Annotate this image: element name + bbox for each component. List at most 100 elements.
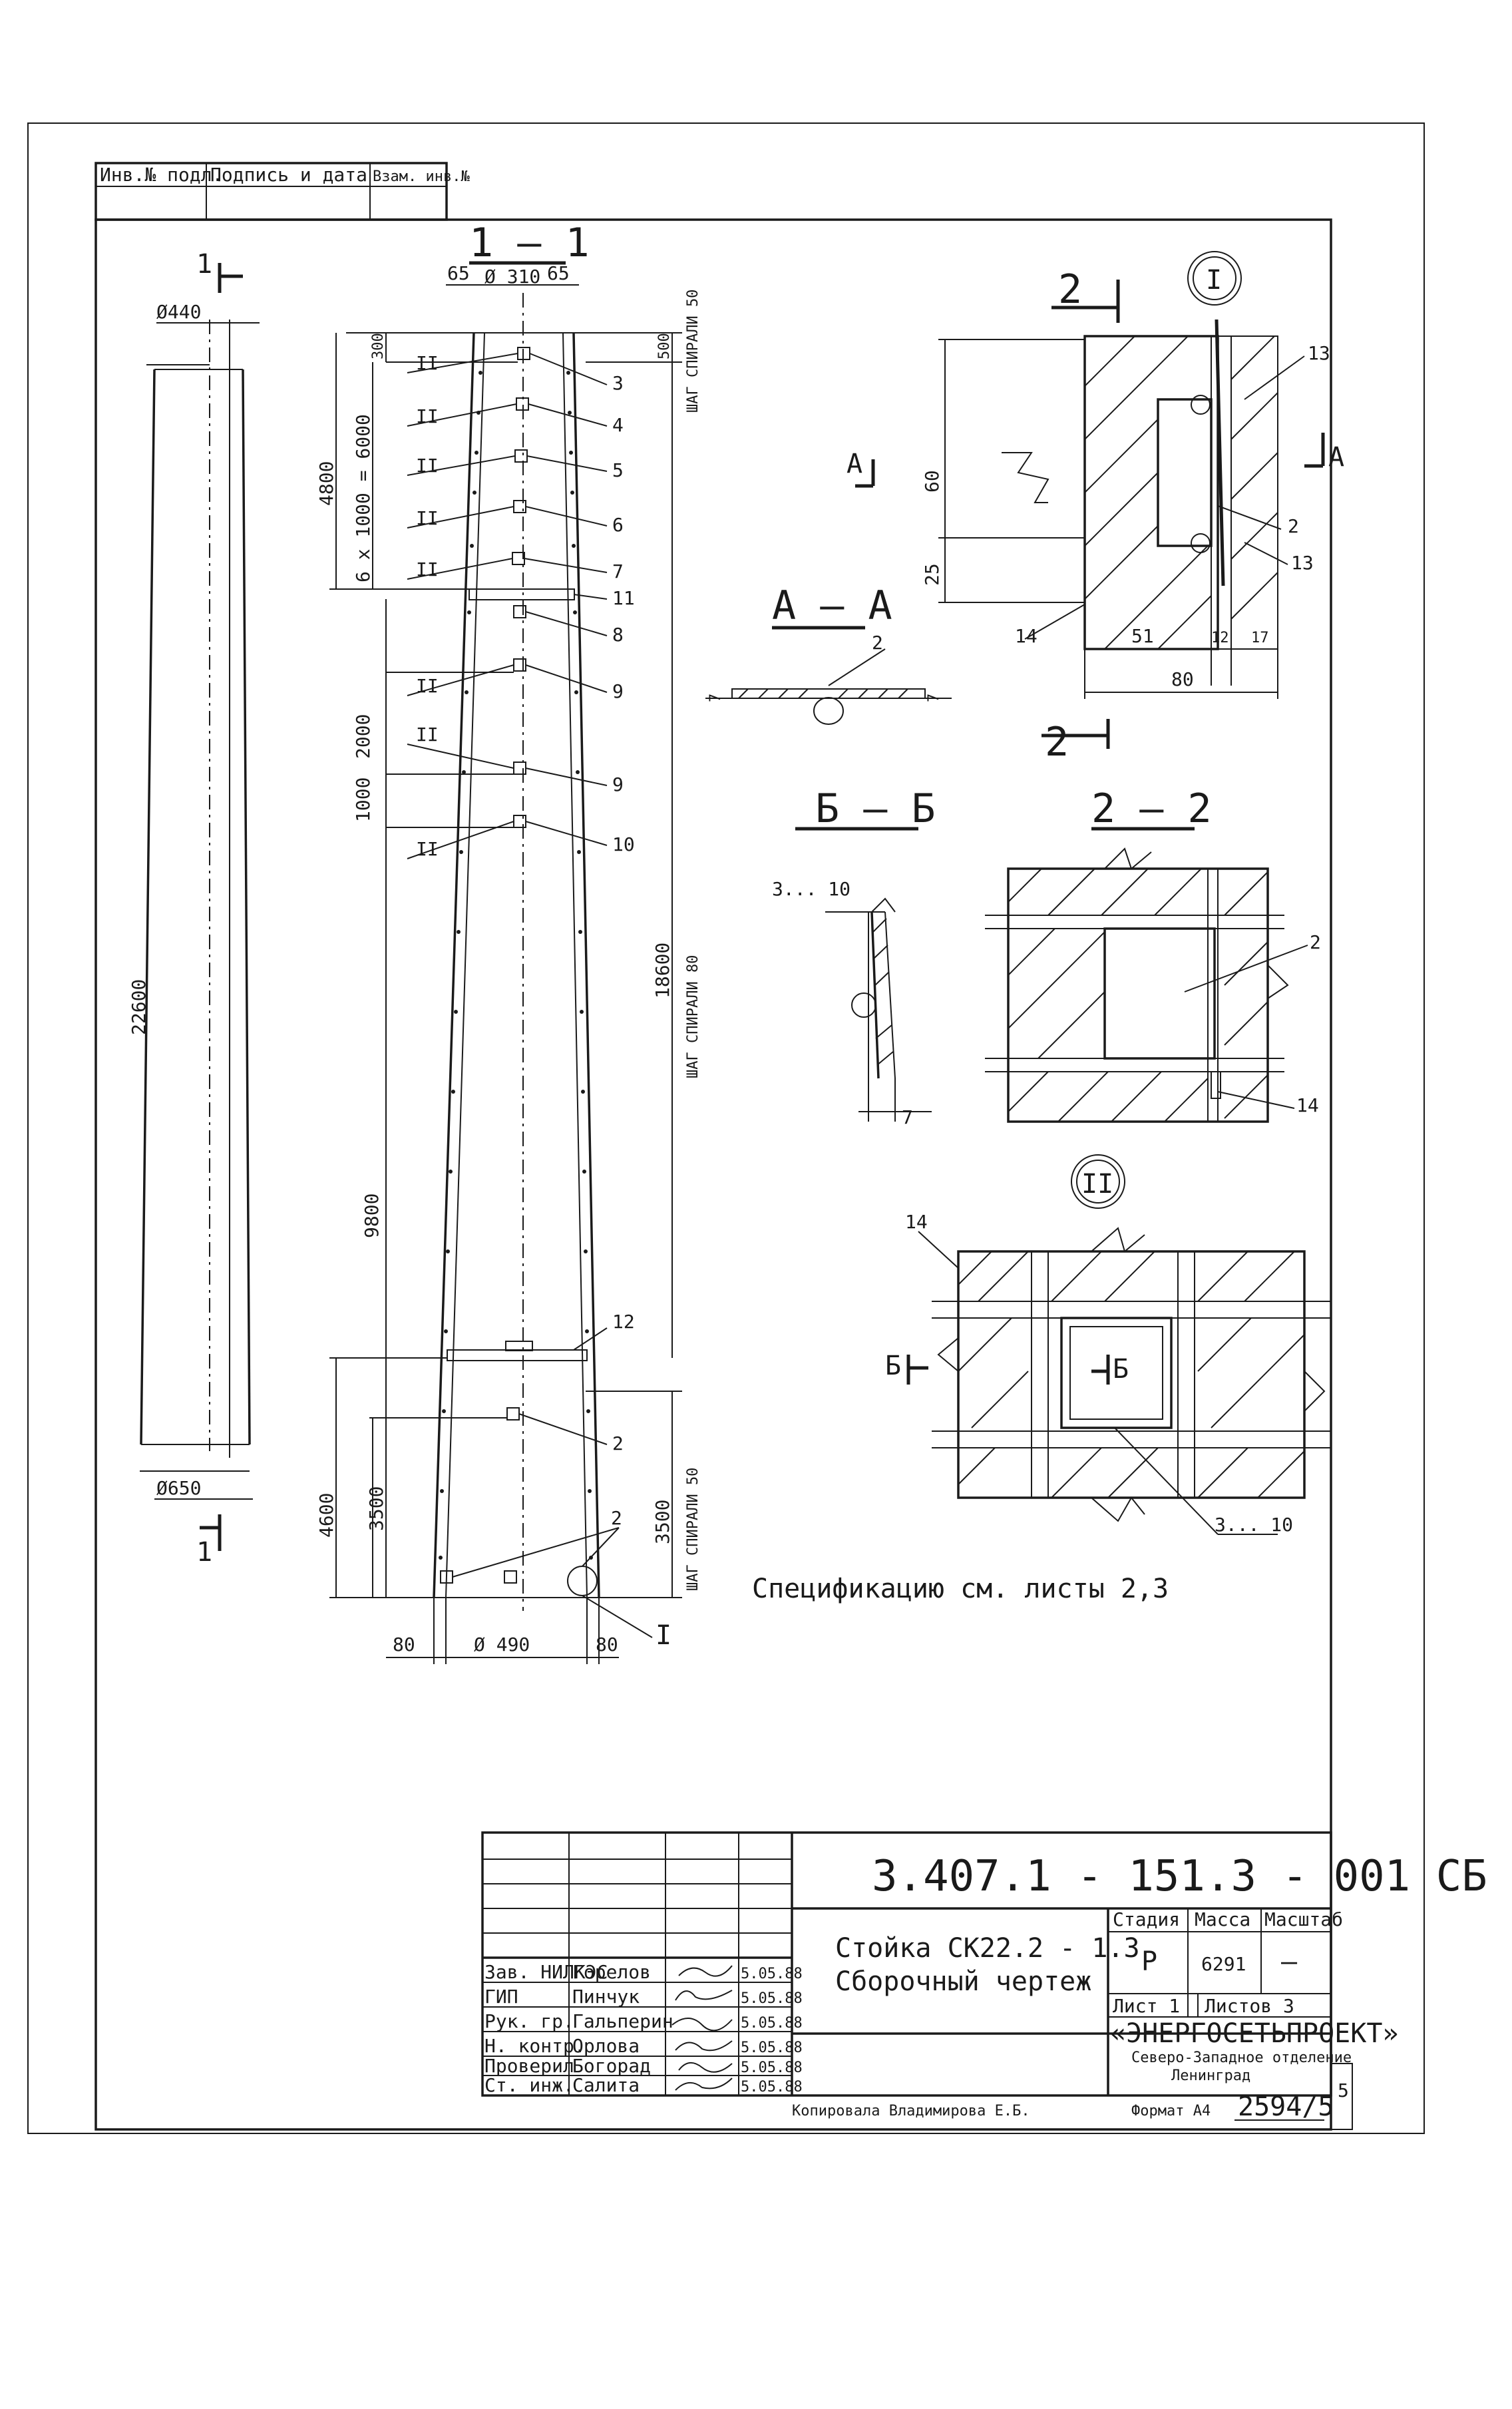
callout-7: 7 xyxy=(612,560,624,582)
org-line2: Северо-Западное отделение xyxy=(1131,2050,1352,2066)
stage-value: Р xyxy=(1141,1946,1157,1977)
dim-500: 500 xyxy=(656,333,673,359)
view-a-a: А — А 2 7 7 xyxy=(705,582,952,725)
callout-5: 5 xyxy=(612,459,624,481)
dim-3500-right: 3500 xyxy=(652,1500,673,1544)
view-bb-label: Б — Б xyxy=(815,785,936,832)
date-5: 5.05.88 xyxy=(741,2079,803,2095)
callout-6: 6 xyxy=(612,514,624,536)
bb-callout: 3... 10 xyxy=(772,878,850,900)
doc-name-line1: Стойка СК22.2 - 1.3 xyxy=(835,1933,1140,1964)
hatch-node-II xyxy=(958,1251,1305,1498)
dim-6x1000: 6 x 1000 = 6000 xyxy=(352,414,374,582)
view-aa-label: А — А xyxy=(772,582,892,629)
org-line3: Ленинград xyxy=(1171,2068,1250,2084)
callout-2-view22: 2 xyxy=(1310,931,1321,953)
date-4: 5.05.88 xyxy=(741,2060,803,2076)
view-node-I: 2 I A xyxy=(847,251,1344,766)
hatch-aa xyxy=(738,688,908,699)
stamp-label-replace: Взам. инв.№ xyxy=(373,168,470,185)
spiral-top: ШАГ СПИРАЛИ 50 xyxy=(685,290,701,413)
callout-14-node-I: 14 xyxy=(1015,625,1038,647)
callout-13b: 13 xyxy=(1291,552,1314,574)
elev-section-mark-bottom: 1 xyxy=(196,1537,212,1568)
dim-bottom-left: 80 xyxy=(393,1634,415,1655)
mass-value: 6291 xyxy=(1201,1953,1246,1975)
sheet-number: 2594/5 xyxy=(1238,2091,1334,2122)
aa-callout-2: 2 xyxy=(872,632,883,654)
name-3: Орлова xyxy=(572,2035,640,2057)
section-1-1-label: 1 — 1 xyxy=(469,220,590,266)
node-II-mark-8: II xyxy=(416,838,439,860)
sheet-label: Лист 1 xyxy=(1113,1995,1180,2017)
dim-bottom-right: 80 xyxy=(596,1634,618,1655)
node-II-mark-7: II xyxy=(416,724,439,746)
node-II-cut-left: Б xyxy=(885,1351,901,1381)
stamp-label-inv: Инв.№ подл. xyxy=(100,164,223,186)
copied-by: Копировала Владимирова Е.Б. xyxy=(792,2103,1030,2119)
name-4: Богорад xyxy=(572,2055,651,2077)
dim-top-right: 65 xyxy=(547,262,570,284)
doc-name-line2: Сборочный чертеж xyxy=(835,1966,1091,1997)
dim-60: 60 xyxy=(921,470,943,493)
dim-top-left: 65 xyxy=(447,262,470,284)
callout-14-view22: 14 xyxy=(1296,1094,1319,1116)
hdr-mass: Масса xyxy=(1195,1908,1250,1930)
callout-2a: 2 xyxy=(612,1432,624,1454)
view-2-mark-bottom: 2 xyxy=(1045,719,1069,766)
node-II-mark-2: II xyxy=(416,405,439,427)
dim-top-diam: Ø 310 xyxy=(484,266,540,288)
dim-9800: 9800 xyxy=(361,1194,383,1238)
dim-3500-left: 3500 xyxy=(365,1486,387,1531)
org-line1: «ЭНЕРГОСЕТЬПРОЕКТ» xyxy=(1110,2018,1398,2049)
hatch-bb xyxy=(872,918,894,1066)
cut-mark-A-right: A xyxy=(1328,442,1344,473)
dim-80: 80 xyxy=(1171,668,1194,690)
spiral-mid: ШАГ СПИРАЛИ 80 xyxy=(685,955,701,1078)
elev-diam-top: Ø440 xyxy=(156,301,201,323)
node-II-mark-3: II xyxy=(416,455,439,477)
callout-10: 10 xyxy=(612,833,635,855)
role-5: Ст. инж. xyxy=(484,2074,574,2096)
dim-12: 12 xyxy=(1211,630,1229,646)
node-II-marks: II II II II II II II II xyxy=(407,352,518,860)
top-stamp: Инв.№ подл. Подпись и дата Взам. инв.№ xyxy=(94,162,470,221)
view-2-2: 2 — 2 2 xyxy=(985,785,1321,1123)
dim-bottom-diam: Ø 490 xyxy=(474,1634,530,1655)
dim-2000: 2000 xyxy=(352,714,374,759)
name-1: Пинчук xyxy=(572,1986,640,2008)
signature-rows: Зав. НИЛКЭС Горелов 5.05.88 ГИП Пинчук 5… xyxy=(484,1961,803,2096)
dim-4600: 4600 xyxy=(315,1493,337,1538)
dim-25: 25 xyxy=(921,563,943,586)
callout-9a: 9 xyxy=(612,680,624,702)
elev-length: 22600 xyxy=(128,979,150,1035)
scale-value: — xyxy=(1281,1946,1298,1977)
date-2: 5.05.88 xyxy=(741,2015,803,2032)
node-II-mark-1: II xyxy=(416,352,439,374)
callout-4: 4 xyxy=(612,414,624,436)
callout-11: 11 xyxy=(612,587,635,609)
view-b-b: Б — Б 3... 10 7 xyxy=(772,785,936,1128)
view-22-label: 2 — 2 xyxy=(1091,785,1212,832)
callout-2-node-I: 2 xyxy=(1288,515,1299,537)
side-number: 5 xyxy=(1338,2080,1349,2101)
elev-section-mark-top: 1 xyxy=(196,249,212,280)
doc-code: 3.407.1 - 151.3 - 001 СБ xyxy=(872,1852,1487,1901)
node-I-label: I xyxy=(1206,265,1222,296)
callouts-right: 3 4 5 6 7 11 8 9 9 10 12 2 2 I xyxy=(452,353,671,1651)
rebar-dots xyxy=(439,371,593,1560)
view-node-II: II xyxy=(885,1154,1331,1536)
signature-0 xyxy=(678,1965,733,1977)
callout-12: 12 xyxy=(612,1311,635,1333)
spiral-bottom: ШАГ СПИРАЛИ 50 xyxy=(685,1468,701,1591)
node-II-mark-6: II xyxy=(416,675,439,697)
stamp-label-sign: Подпись и дата xyxy=(210,164,367,186)
callout-9b: 9 xyxy=(612,773,624,795)
callout-3: 3 xyxy=(612,372,624,394)
signature-4 xyxy=(678,2062,733,2073)
node-II-label: II xyxy=(1081,1169,1113,1200)
date-1: 5.05.88 xyxy=(741,1990,803,2007)
hdr-stage: Стадия xyxy=(1113,1908,1180,1930)
hatch-22 xyxy=(1008,868,1268,1122)
